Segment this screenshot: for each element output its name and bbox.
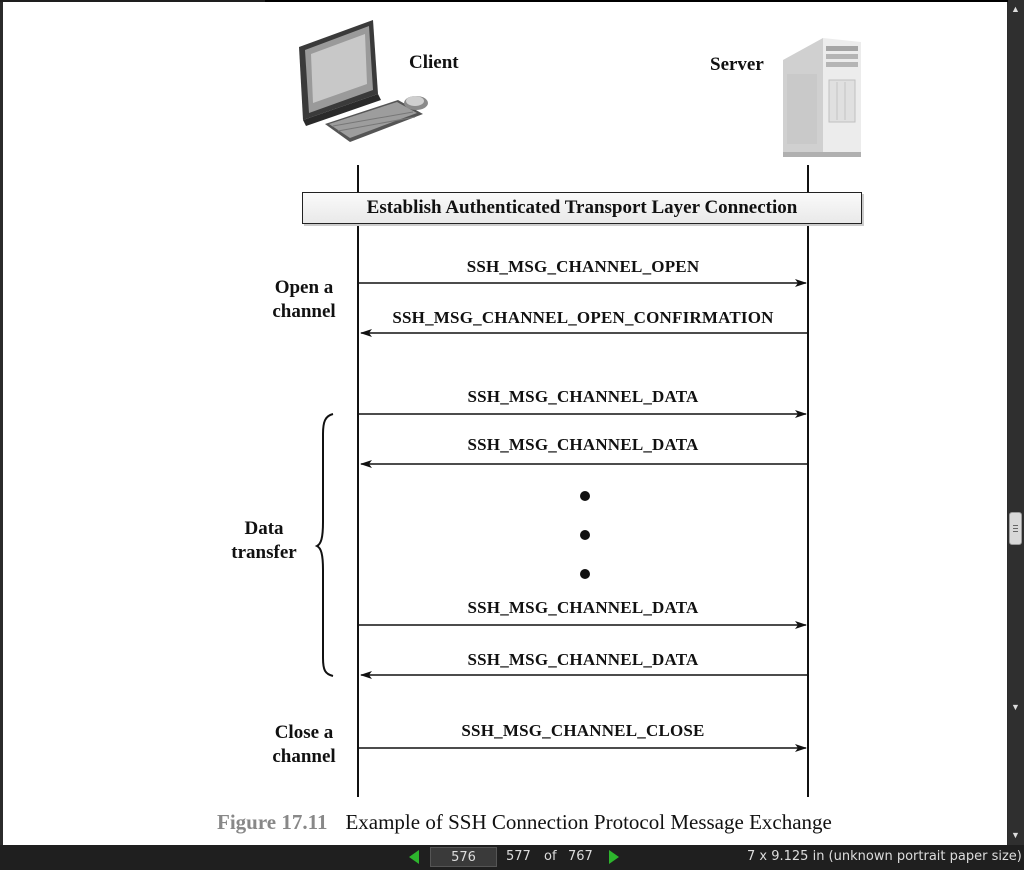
grip-line — [1013, 528, 1018, 529]
vertical-scrollbar[interactable] — [1008, 0, 1024, 845]
scroll-up-arrow-icon[interactable]: ▲ — [1011, 4, 1020, 14]
next-page-number: 577 — [506, 849, 531, 864]
total-pages: 767 — [568, 849, 593, 864]
sequence-diagram — [299, 20, 861, 797]
ellipsis-dot — [580, 530, 590, 540]
message-label: SSH_MSG_CHANNEL_DATA — [467, 598, 699, 617]
ellipsis-dot — [580, 491, 590, 501]
page-top-shadow — [265, 0, 1008, 2]
phase-close-line1: Close a — [274, 722, 334, 743]
phase-data-line2: transfer — [231, 542, 297, 563]
message-label: SSH_MSG_CHANNEL_OPEN — [466, 257, 700, 276]
page-navigation-bar: 577 of 767 7 x 9.125 in (unknown portrai… — [0, 845, 1024, 870]
grip-line — [1013, 531, 1018, 532]
message-label: SSH_MSG_CHANNEL_DATA — [467, 650, 699, 669]
figure-caption-text: Example of SSH Connection Protocol Messa… — [345, 810, 832, 834]
scroll-down-arrow-icon[interactable]: ▼ — [1011, 830, 1020, 840]
phase-data-label: Data transfer — [209, 517, 319, 565]
grip-line — [1013, 525, 1018, 526]
computer-icon — [299, 20, 428, 142]
message-label: SSH_MSG_CHANNEL_DATA — [467, 435, 699, 454]
scroll-down-arrow-icon[interactable]: ▼ — [1011, 702, 1020, 712]
scrollbar-thumb[interactable] — [1009, 512, 1022, 545]
phase-close-label: Close a channel — [249, 721, 359, 769]
phase-open-label: Open a channel — [249, 276, 359, 324]
phase-open-line2: channel — [272, 301, 336, 322]
message-label: SSH_MSG_CHANNEL_DATA — [467, 387, 699, 406]
paper-size-label: 7 x 9.125 in (unknown portrait paper siz… — [747, 849, 1022, 864]
server-label: Server — [710, 54, 764, 75]
message-label: SSH_MSG_CHANNEL_CLOSE — [461, 721, 705, 740]
phase-close-line2: channel — [272, 746, 336, 767]
previous-page-triangle-left-icon[interactable] — [409, 850, 419, 864]
current-page-input[interactable] — [430, 847, 497, 867]
data-transfer-brace — [314, 413, 334, 677]
phase-open-line1: Open a — [274, 277, 334, 298]
next-page-triangle-right-icon[interactable] — [609, 850, 619, 864]
figure-caption: Figure 17.11 Example of SSH Connection Pr… — [217, 810, 832, 835]
document-page: Client Server Establish Authenticated Tr… — [3, 2, 1007, 845]
server-icon — [783, 38, 861, 157]
figure-number: Figure 17.11 — [217, 810, 328, 834]
ellipsis-dot — [580, 569, 590, 579]
phase-data-line1: Data — [244, 518, 284, 539]
message-label: SSH_MSG_CHANNEL_OPEN_CONFIRMATION — [392, 308, 774, 327]
client-label: Client — [409, 52, 459, 73]
establish-connection-box: Establish Authenticated Transport Layer … — [302, 192, 862, 224]
of-label: of — [544, 849, 557, 864]
